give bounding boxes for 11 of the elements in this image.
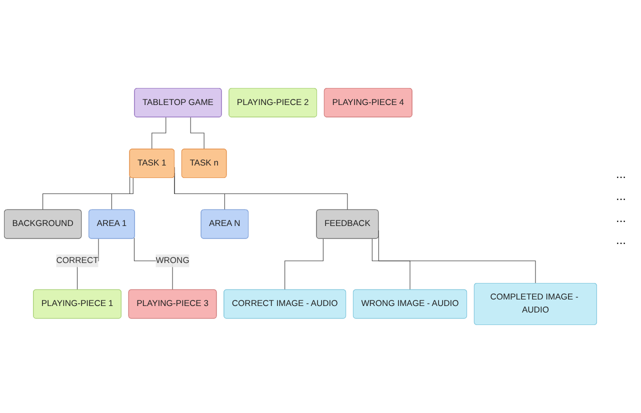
connector [152,117,166,150]
connector [111,178,134,210]
ellipsis-text: ... [616,232,626,246]
ellipsis-text: ... [616,210,626,224]
edge-label: CORRECT [56,256,98,266]
connector [190,117,205,150]
connector [284,238,324,290]
connector [372,238,411,290]
ellipsis-text: ... [616,188,626,202]
ellipsis-text: ... [616,166,626,180]
edge-label: WRONG [156,256,190,266]
